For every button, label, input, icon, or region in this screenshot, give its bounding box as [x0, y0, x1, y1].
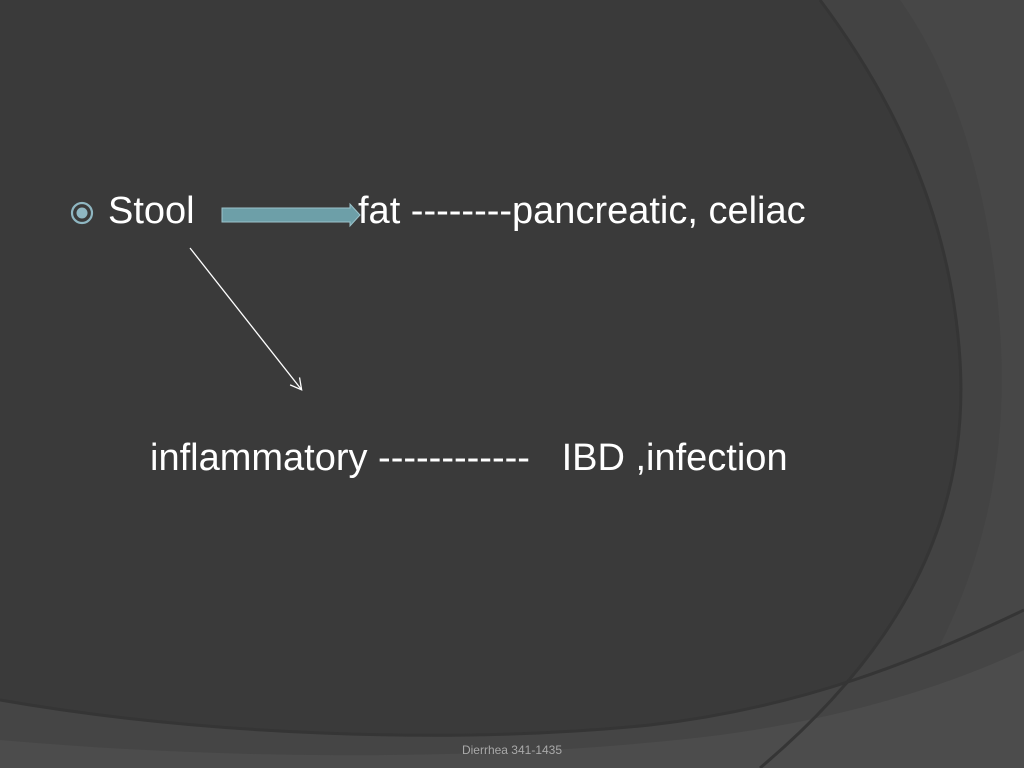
fat-result-label: fat --------pancreatic, celiac — [358, 190, 806, 232]
bullet-line-1: Stool fat --------pancreatic, celiac — [108, 190, 806, 362]
inflammatory-line: inflammatory ------------ IBD ,infection — [150, 437, 788, 479]
target-bullet-icon — [70, 201, 94, 225]
thin-arrow-diagonal-icon — [189, 247, 303, 391]
block-arrow-right-icon — [221, 202, 361, 228]
slide-footer: Dierrhea 341-1435 — [461, 743, 563, 757]
stool-label: Stool — [108, 190, 195, 232]
